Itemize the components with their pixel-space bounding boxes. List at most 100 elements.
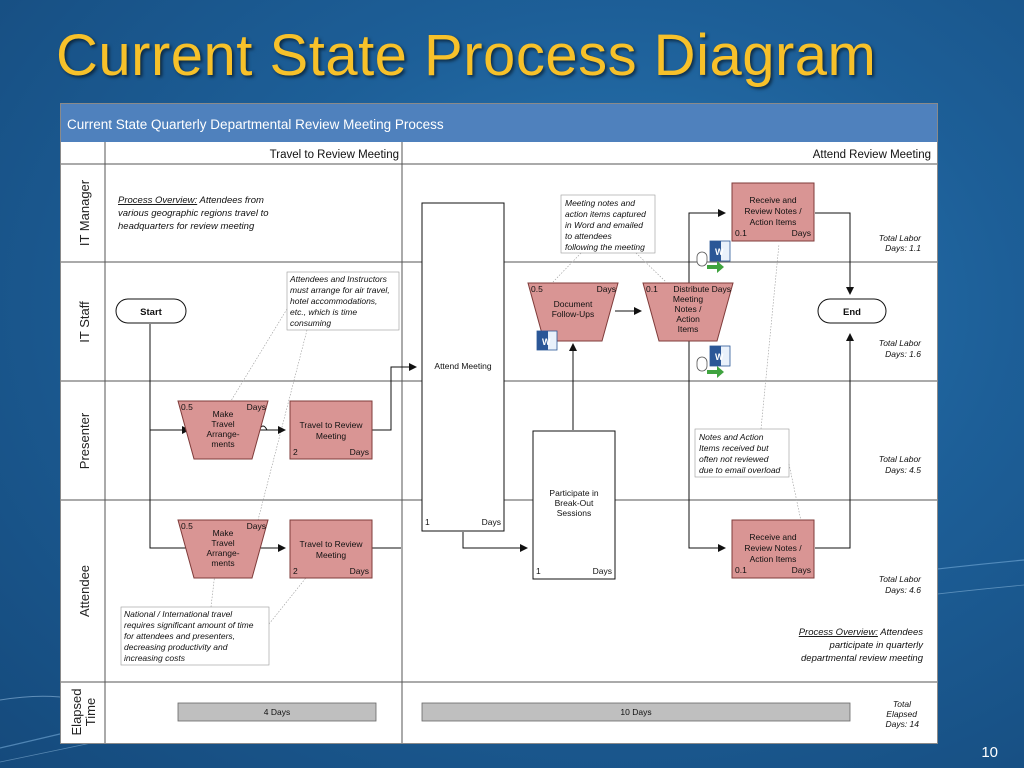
make-travel-p-unit: Days — [247, 402, 266, 412]
labor-it-staff-label: Total Labor — [879, 338, 922, 348]
note-travel-line3: hotel accommodations, — [290, 296, 377, 306]
receive-review-attendee: Receive and Review Notes / Action Items … — [731, 519, 815, 579]
document-followups-line1: Document — [554, 299, 593, 309]
note-meeting-line4: to attendees — [565, 231, 613, 241]
make-travel-a-line3: Arrange- — [206, 548, 239, 558]
travel-review-attendee: Travel to Review Meeting 2 Days — [289, 519, 373, 579]
slide-number: 10 — [981, 744, 998, 761]
elapsed-total-line3: Days: 14 — [885, 719, 919, 729]
note-travel-line4: etc., which is time — [290, 307, 357, 317]
note-meeting-line3: in Word and emailed — [565, 220, 643, 230]
breakout-line3: Sessions — [557, 508, 592, 518]
note-intl-line1: National / International travel — [124, 609, 233, 619]
make-travel-a-line2: Travel — [211, 538, 234, 548]
make-travel-a-line1: Make — [213, 528, 234, 538]
lane-it-staff: IT Staff — [77, 301, 92, 343]
labor-presenter-label: Total Labor — [879, 454, 922, 464]
elapsed-total-line2: Elapsed — [886, 709, 917, 719]
make-travel-attendee: 0.5 Days Make Travel Arrange- ments — [177, 519, 269, 579]
end-label: End — [843, 307, 861, 318]
email-word-icon: W — [696, 240, 731, 273]
process-diagram-canvas: Current State Quarterly Departmental Rev… — [61, 104, 937, 743]
breakout-value: 1 — [536, 566, 541, 576]
receive-mgr-unit: Days — [792, 228, 811, 238]
receive-review-manager: Receive and Review Notes / Action Items … — [731, 182, 815, 242]
travel-review-p-line1: Travel to Review — [300, 420, 364, 430]
note-intl-line5: increasing costs — [124, 653, 186, 663]
document-followups-line2: Follow-Ups — [552, 309, 595, 319]
lane-it-manager: IT Manager — [77, 179, 92, 246]
email-word-icon-2: W — [696, 345, 731, 378]
receive-mgr-line3: Action Items — [750, 217, 797, 227]
overview-2-first: Process Overview: Attendees — [799, 627, 924, 638]
make-travel-a-unit: Days — [247, 521, 266, 531]
lane-attendee: Attendee — [77, 565, 92, 617]
breakout-unit: Days — [593, 566, 612, 576]
overview-1-line1: various geographic regions travel to — [118, 208, 269, 219]
receive-att-line2: Review Notes / — [744, 543, 802, 553]
note-travel-line1: Attendees and Instructors — [289, 274, 388, 284]
distribute-line3: Action — [676, 314, 700, 324]
receive-att-line3: Action Items — [750, 554, 797, 564]
distribute-value: 0.1 — [646, 284, 658, 294]
email-word-icon-letter: W — [715, 247, 724, 257]
note-travel-line5: consuming — [290, 318, 331, 328]
note-intl-line4: decreasing productivity and — [124, 642, 228, 652]
email-word-icon-2-letter: W — [715, 352, 724, 362]
labor-it-manager-value: Days: 1.1 — [885, 243, 921, 253]
make-travel-p-line2: Travel — [211, 419, 234, 429]
note-meeting-line2: action items captured — [565, 209, 646, 219]
note-intl-line2: requires significant amount of time — [124, 620, 254, 630]
end-terminal: End — [817, 298, 887, 324]
receive-mgr-line2: Review Notes / — [744, 206, 802, 216]
note-review-line4: due to email overload — [699, 465, 781, 475]
overview-2-line2: departmental review meeting — [801, 653, 924, 664]
elapsed-meeting-label: 10 Days — [620, 707, 651, 717]
receive-mgr-value: 0.1 — [735, 228, 747, 238]
distribute-notes: 0.1 Distribute Days Meeting Notes / Acti… — [642, 282, 734, 342]
distribute-line1: Meeting — [673, 294, 704, 304]
travel-review-a-unit: Days — [350, 566, 369, 576]
travel-review-p-unit: Days — [350, 447, 369, 457]
attend-meeting-label: Attend Meeting — [434, 361, 491, 371]
travel-review-a-value: 2 — [293, 566, 298, 576]
labor-attendee-label: Total Labor — [879, 574, 922, 584]
make-travel-p-line4: ments — [211, 439, 234, 449]
elapsed-travel-label: 4 Days — [264, 707, 290, 717]
note-meeting-line5: following the meeting — [565, 242, 645, 252]
word-icon-letter: W — [542, 337, 551, 347]
lane-elapsed-line2: Time — [83, 698, 98, 726]
attend-meeting-value: 1 — [425, 517, 430, 527]
note-review-line3: often not reviewed — [699, 454, 769, 464]
note-travel-line2: must arrange for air travel, — [290, 285, 390, 295]
labor-attendee-value: Days: 4.6 — [885, 585, 921, 595]
travel-review-p-line2: Meeting — [316, 431, 347, 441]
distribute-line2: Notes / — [675, 304, 703, 314]
labor-presenter-value: Days: 4.5 — [885, 465, 921, 475]
make-travel-p-value: 0.5 — [181, 402, 193, 412]
diagram-header-bar — [61, 104, 937, 142]
phase-travel: Travel to Review Meeting — [270, 149, 399, 161]
word-document-icon: W — [536, 330, 558, 351]
overview-1-first: Process Overview: Attendees from — [118, 195, 264, 206]
labor-it-staff-value: Days: 1.6 — [885, 349, 921, 359]
make-travel-a-value: 0.5 — [181, 521, 193, 531]
lane-elapsed-line1: Elapsed — [69, 689, 84, 736]
document-followups-value: 0.5 — [531, 284, 543, 294]
note-intl-line3: for attendees and presenters, — [124, 631, 235, 641]
diagram-header: Current State Quarterly Departmental Rev… — [67, 117, 444, 132]
slide-title: Current State Process Diagram — [56, 23, 877, 88]
travel-review-a-line2: Meeting — [316, 550, 347, 560]
travel-review-presenter: Travel to Review Meeting 2 Days — [289, 400, 373, 460]
receive-mgr-line1: Receive and — [749, 195, 797, 205]
distribute-top: Distribute Days — [673, 284, 731, 294]
make-travel-presenter: 0.5 Days Make Travel Arrange- ments — [177, 400, 269, 460]
travel-review-a-line1: Travel to Review — [300, 539, 364, 549]
start-terminal: Start — [115, 298, 187, 324]
elapsed-travel-bar: 4 Days — [177, 702, 377, 722]
make-travel-p-line1: Make — [213, 409, 234, 419]
lane-presenter: Presenter — [77, 412, 92, 469]
attend-meeting-unit: Days — [482, 517, 501, 527]
attend-meeting: Attend Meeting 1 Days — [421, 202, 505, 532]
elapsed-meeting-bar: 10 Days — [421, 702, 851, 722]
